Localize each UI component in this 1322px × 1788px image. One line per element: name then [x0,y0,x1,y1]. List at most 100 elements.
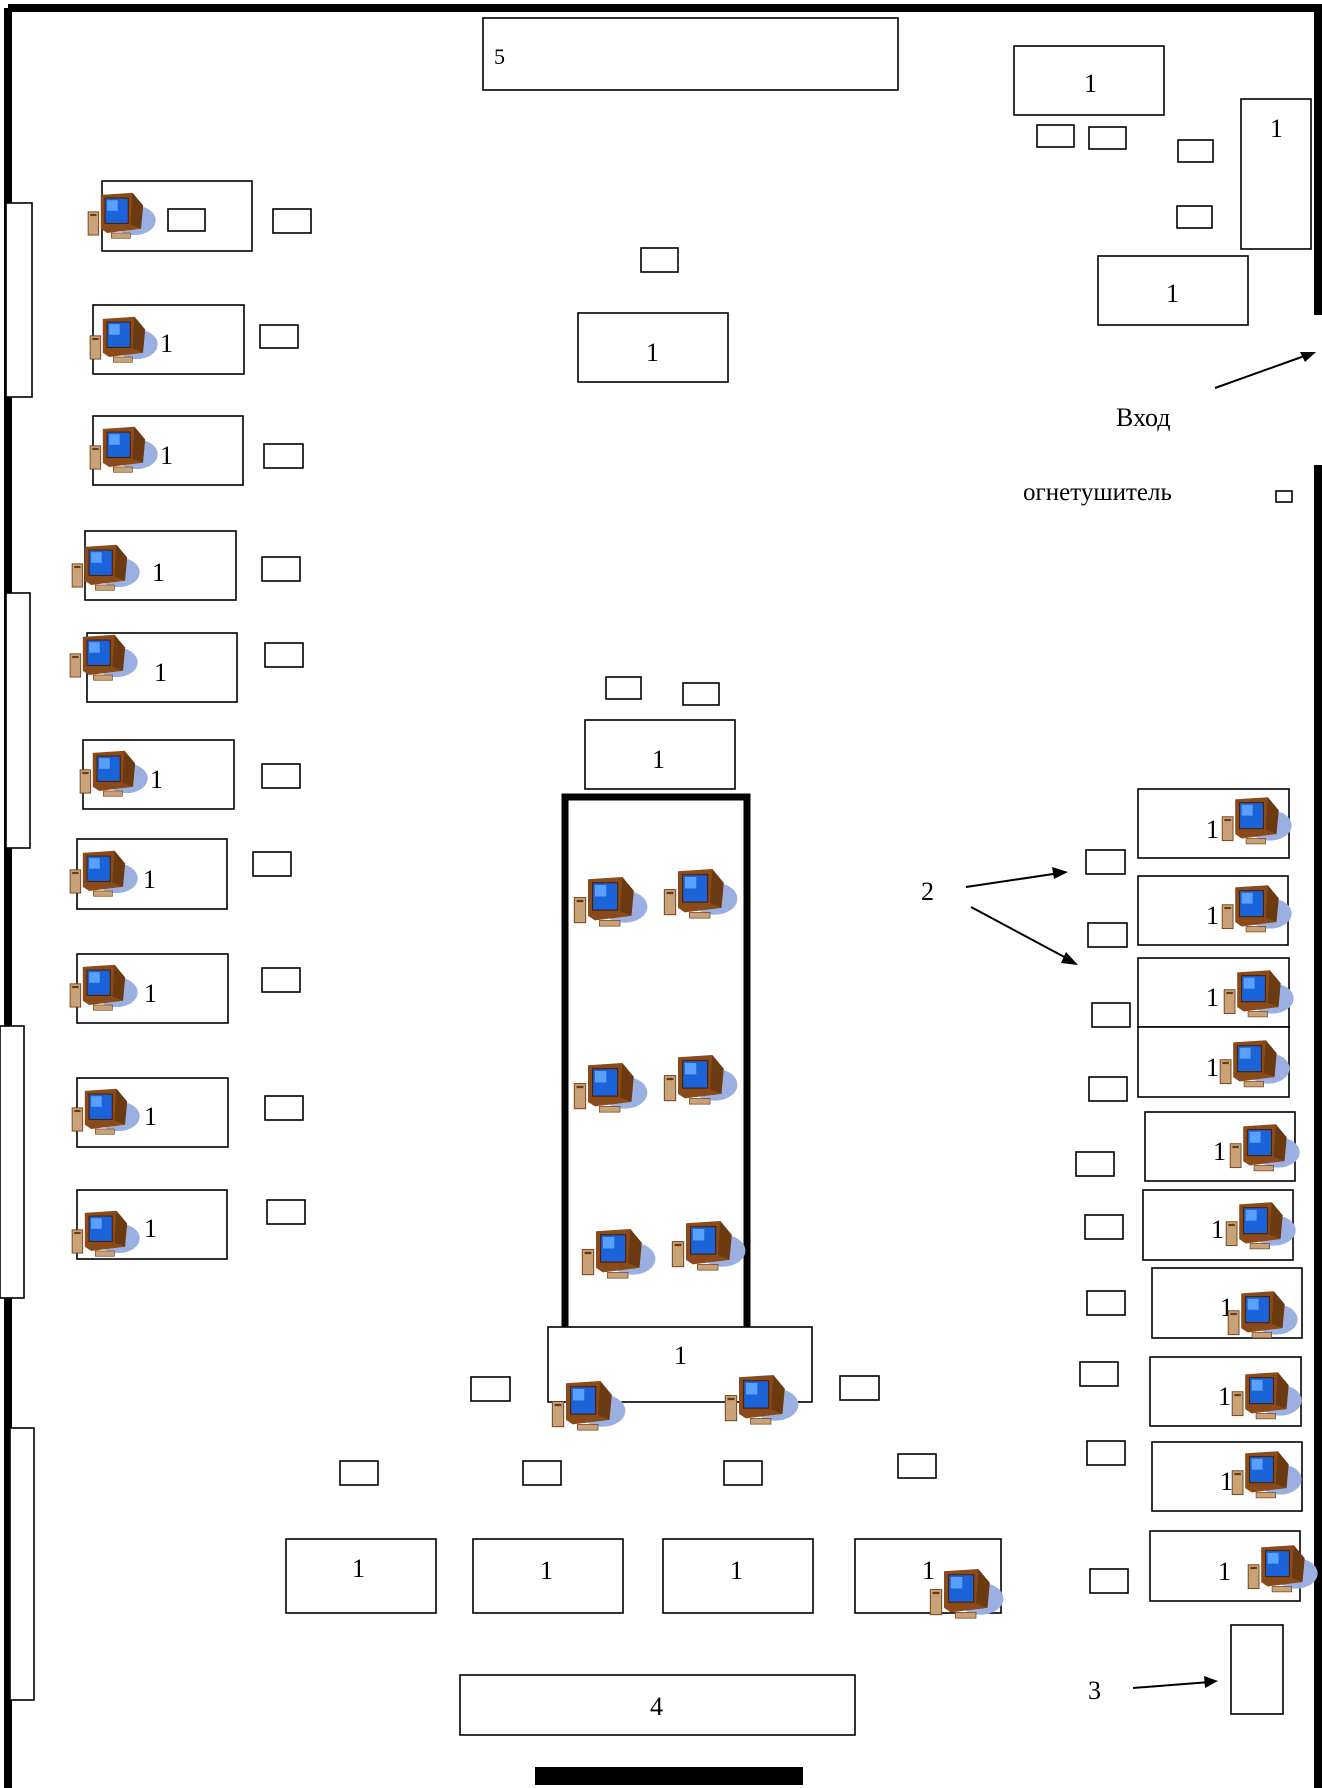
chair [1089,1568,1129,1594]
desk-label: 1 [540,1556,553,1585]
window [0,1025,25,1299]
bottom-desks: 1 1 1 1 [285,1538,1005,1619]
chair [264,642,304,668]
desk-label: 1 [1220,1467,1233,1496]
desk [1013,45,1165,116]
bottom-chairs [339,1453,937,1486]
desk-label: 1 [1213,1137,1226,1166]
center-top-desk: 1 [577,247,729,383]
chair [470,1376,511,1402]
desk [459,1674,856,1736]
chair [1091,1002,1131,1028]
computer-icon [573,1062,649,1113]
chair [640,247,679,273]
desk-label: 1 [144,1102,157,1131]
desk-label: 1 [160,329,173,358]
entrance: Вход [1116,352,1316,432]
computer-icon [671,1220,747,1271]
desk [1240,98,1312,250]
front-desk-label: 4 [650,1692,663,1721]
chair [1275,490,1293,503]
chair [263,443,304,469]
desk-label: 1 [652,745,665,774]
chair [522,1460,562,1486]
chair [167,208,206,232]
left-desks: 1 1 1 1 1 1 1 1 1 [69,180,312,1260]
desk-label: 1 [1211,1215,1224,1244]
chair [839,1375,880,1401]
chair [261,763,301,789]
desk-label: 1 [646,338,659,367]
chair [605,676,642,700]
left-windows [0,202,35,1701]
chair [682,682,720,706]
chair [1085,849,1126,875]
desk-label: 1 [144,1214,157,1243]
desk-label: 1 [150,765,163,794]
desk-label: 1 [730,1556,743,1585]
window [5,592,31,849]
desk [1097,255,1249,326]
cabinet-marker: 3 [1088,1624,1284,1715]
desk-label: 1 [1270,114,1283,143]
desk-label: 1 [144,979,157,1008]
right-desks: 1 1 1 1 1 1 1 1 1 1 [1075,788,1319,1602]
computer-icon [663,1054,739,1105]
chair [1177,139,1214,163]
cabinet-marker-label: 3 [1088,1676,1101,1705]
entrance-label: Вход [1116,403,1171,432]
board: 5 [482,17,899,91]
desk-label: 1 [352,1554,365,1583]
window [9,1427,35,1701]
chair [1088,1076,1128,1102]
chair [1086,1440,1126,1466]
chair [272,208,312,234]
desk [662,1538,814,1614]
desk-label: 1 [1218,1557,1231,1586]
front-desk: 4 [459,1674,856,1736]
chair [1036,124,1075,148]
chair [1087,922,1128,948]
chair [897,1453,937,1479]
chair [1084,1214,1124,1240]
chair [1088,126,1127,150]
chair [259,324,299,349]
chair [1176,205,1213,229]
desk-label: 1 [1206,901,1219,930]
chair-marker: 2 [921,867,1078,965]
door-threshold [535,1767,803,1785]
chair [264,1095,304,1121]
chair [266,1199,306,1225]
central-island: 1 1 [470,676,880,1431]
board-label: 5 [494,44,505,69]
desk [1230,1624,1284,1715]
desk-label: 1 [160,441,173,470]
chair [1075,1151,1115,1177]
chair [339,1460,379,1486]
chair [1079,1361,1119,1387]
desk-label: 1 [1206,815,1219,844]
desk-label: 1 [143,865,156,894]
chair [252,851,292,877]
desk-label: 1 [1206,983,1219,1012]
chair [723,1460,763,1486]
desk-label: 1 [922,1556,935,1585]
extinguisher-label: огнетушитель [1023,479,1172,506]
chair [1086,1290,1126,1316]
chair [261,967,301,993]
desk-label: 1 [1084,69,1097,98]
desk [584,719,736,790]
computer-icon [573,876,649,927]
extinguisher: огнетушитель [1023,479,1293,506]
desk-label: 1 [1166,279,1179,308]
desk-label: 1 [1206,1053,1219,1082]
desk-label: 1 [1218,1382,1231,1411]
computer-icon [581,1228,657,1279]
chair [261,556,301,582]
desk-label: 1 [154,658,167,687]
desk [472,1538,624,1614]
desk-label: 1 [152,558,165,587]
top-right-desks: 1 1 1 [1013,45,1312,326]
desk [285,1538,437,1614]
